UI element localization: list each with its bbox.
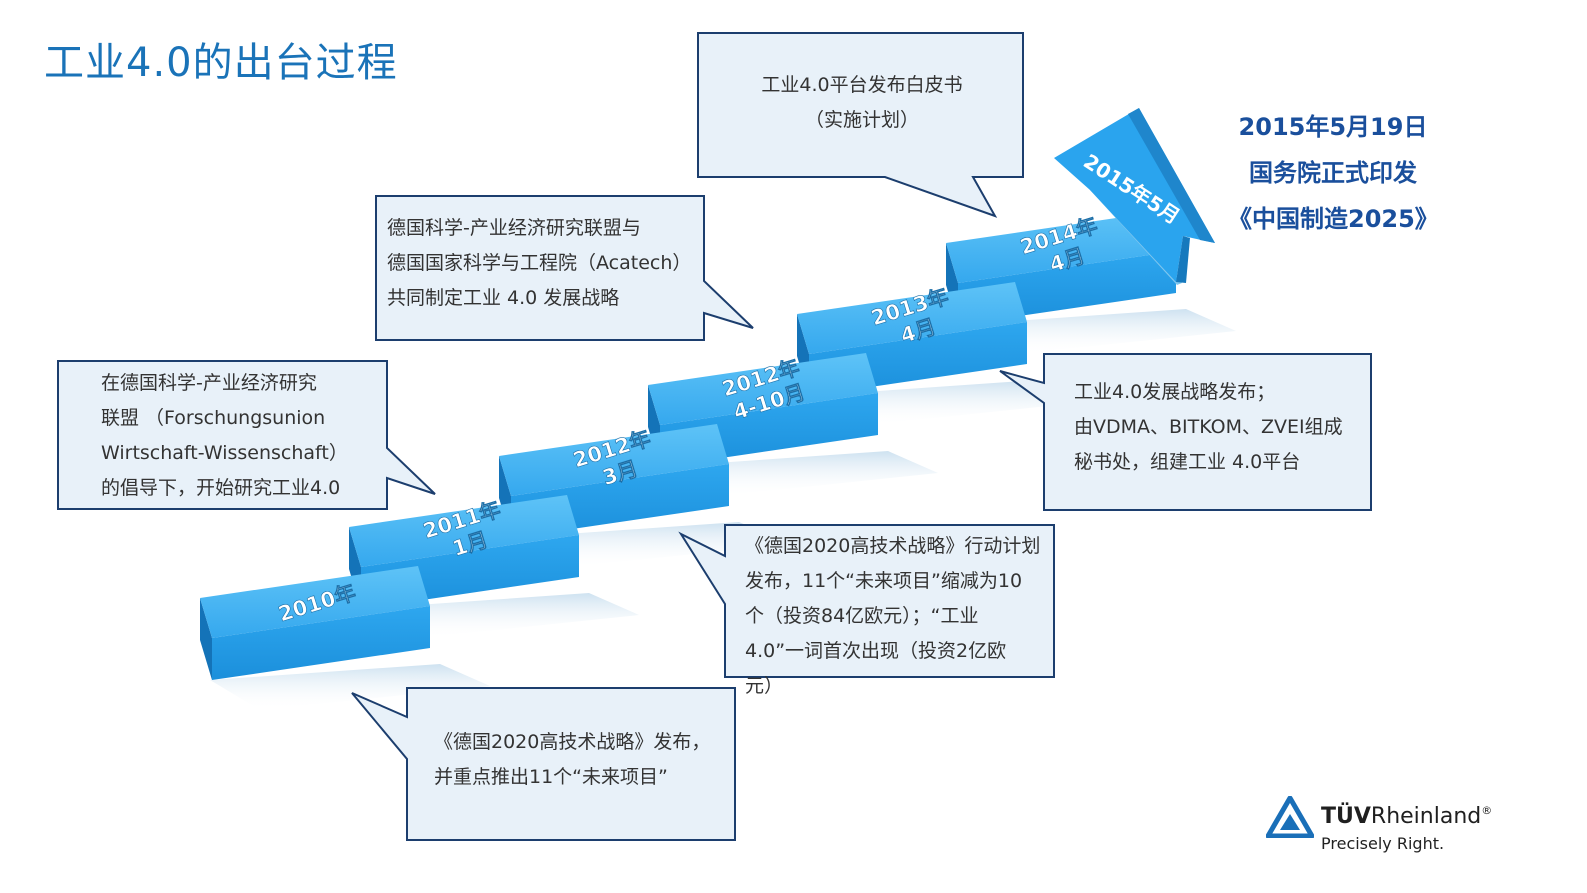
arrow-2015: [1054, 108, 1215, 285]
timeline-step-1: 2010年: [200, 566, 490, 710]
acatech-line-2: 德国国家科学与工程院（Acatech）: [387, 252, 692, 274]
action-plan-line-5: 元）: [745, 675, 784, 697]
white-paper-line-1: 工业4.0平台发布白皮书: [761, 74, 963, 96]
callout-strategy: 工业4.0发展战略发布； 由VDMA、BITKOM、ZVEI组成 秘书处，组建工…: [998, 353, 1374, 513]
forschung-line-4: 的倡导下，开始研究工业4.0: [101, 477, 341, 499]
action-plan-line-3: 个（投资84亿欧元）；“工业: [745, 605, 979, 627]
acatech-line-3: 共同制定工业 4.0 发展战略: [387, 287, 620, 309]
headline-date: 2015年5月19日: [1238, 113, 1428, 141]
headline-2015: 2015年5月19日 国务院正式印发 《中国制造2025》: [1228, 104, 1439, 242]
strategy-line-3: 秘书处，组建工业 4.0平台: [1074, 451, 1301, 473]
forschung-line-3: Wirtschaft-Wissenschaft）: [101, 442, 348, 464]
callout-action-plan: 《德国2020高技术战略》行动计划 发布，11个“未来项目”缩减为10 个（投资…: [678, 524, 1057, 697]
step-top-face: [349, 495, 579, 567]
step-top-face: [200, 566, 430, 638]
step-top-face: [946, 211, 1176, 283]
brand-reg: ®: [1481, 804, 1493, 817]
brand-rest: Rheinland: [1370, 804, 1482, 829]
hightech-line-1: 《德国2020高技术战略》发布，: [434, 731, 711, 753]
step-top-face: [797, 282, 1027, 354]
action-plan-line-2: 发布，11个“未来项目”缩减为10: [745, 570, 1023, 592]
headline-issuer: 国务院正式印发: [1249, 159, 1417, 187]
callout-acatech: 德国科学-产业经济研究联盟与 德国国家科学与工程院（Acatech） 共同制定工…: [375, 195, 757, 345]
step-top-face: [499, 424, 729, 496]
headline-document: 《中国制造2025》: [1228, 205, 1439, 233]
step-front-face: [212, 606, 430, 680]
tuv-brand: TÜVRheinland®: [1321, 804, 1492, 829]
callout-white-paper: 工业4.0平台发布白皮书 （实施计划）: [697, 32, 1027, 218]
forschung-line-1: 在德国科学-产业经济研究: [101, 372, 317, 394]
callout-forschungsunion: 在德国科学-产业经济研究 联盟 （Forschungsunion Wirtsch…: [57, 360, 439, 512]
strategy-line-1: 工业4.0发展战略发布；: [1074, 381, 1276, 403]
step-shadow: [210, 664, 490, 710]
white-paper-line-2: （实施计划）: [804, 109, 919, 131]
step-top-face: [648, 353, 878, 425]
acatech-line-1: 德国科学-产业经济研究联盟与: [387, 217, 641, 239]
forschung-line-2: 联盟 （Forschungsunion: [101, 407, 326, 429]
tuv-tagline: Precisely Right.: [1321, 834, 1445, 853]
callout-hightech: 《德国2020高技术战略》发布， 并重点推出11个“未来项目”: [350, 687, 738, 843]
action-plan-line-1: 《德国2020高技术战略》行动计划: [745, 535, 1041, 557]
tuv-triangle-icon: [1266, 796, 1314, 838]
brand-bold: TÜV: [1321, 804, 1371, 829]
step-side-face: [200, 598, 212, 680]
page-title: 工业4.0的出台过程: [44, 40, 398, 86]
hightech-line-2: 并重点推出11个“未来项目”: [434, 766, 668, 788]
strategy-line-2: 由VDMA、BITKOM、ZVEI组成: [1074, 416, 1343, 438]
action-plan-line-4: 4.0”一词首次出现（投资2亿欧: [745, 640, 1007, 662]
